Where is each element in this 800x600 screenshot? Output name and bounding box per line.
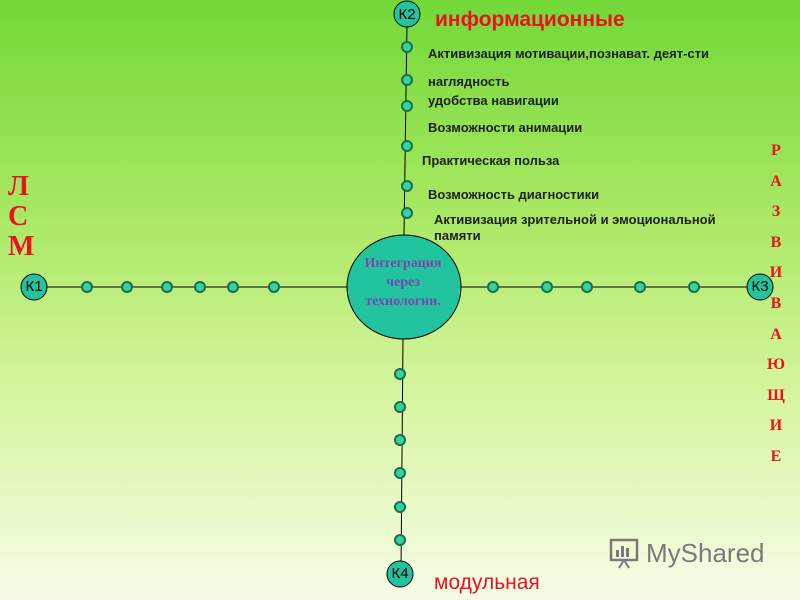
top-branch-label: удобства навигации (428, 93, 559, 108)
top-branch-nodes (401, 41, 413, 219)
small-node (401, 74, 413, 86)
node-k4-circle (386, 560, 414, 588)
small-node (161, 281, 173, 293)
small-node (394, 401, 406, 413)
right-branch-nodes (487, 281, 700, 293)
node-k3-circle (746, 273, 774, 301)
presentation-icon (609, 538, 639, 569)
small-node (581, 281, 593, 293)
vertical-letter: В (770, 233, 782, 251)
vertical-letter: З (771, 203, 781, 221)
small-node (194, 281, 206, 293)
right-vertical-word: Р А З В И В А Ю Щ И Е (764, 136, 788, 473)
small-node (401, 41, 413, 53)
vertical-letter: В (770, 294, 782, 312)
vertical-letter: Л (8, 171, 29, 202)
vertical-letter: И (769, 264, 783, 282)
center-label: Интеграция через технологии. (344, 254, 462, 311)
top-branch-label: Активизация зрительной и эмоциональной п… (434, 212, 716, 243)
small-node (634, 281, 646, 293)
small-node (81, 281, 93, 293)
small-node (487, 281, 499, 293)
small-node (394, 467, 406, 479)
top-branch-label: наглядность (428, 74, 510, 89)
category-bottom-label: модульная (434, 571, 540, 594)
vertical-letter: И (769, 417, 783, 435)
vertical-letter: Ю (766, 356, 785, 374)
center-node (346, 234, 462, 340)
node-k2-label: К2 (398, 6, 416, 23)
bottom-branch-nodes (394, 368, 406, 546)
top-connector (403, 21, 408, 236)
top-branch-label: Возможности анимации (428, 120, 583, 135)
top-branch-label: Возможность диагностики (428, 187, 600, 202)
small-node (401, 140, 413, 152)
small-node (401, 100, 413, 112)
center-label-line: через (386, 275, 420, 290)
small-node (394, 501, 406, 513)
node-k2-circle (393, 0, 421, 28)
top-branch-label: Практическая польза (422, 153, 560, 168)
small-node (688, 281, 700, 293)
small-node (227, 281, 239, 293)
watermark-text: MyShared (646, 538, 765, 568)
vertical-letter: Щ (767, 386, 785, 404)
small-node (121, 281, 133, 293)
small-node (268, 281, 280, 293)
top-branch-label: Активизация мотивации,познават. деят-сти (428, 46, 710, 61)
small-node (394, 434, 406, 446)
vertical-letter: А (770, 172, 782, 190)
small-node (401, 180, 413, 192)
node-k1-circle (20, 273, 48, 301)
small-node (401, 207, 413, 219)
small-node (394, 368, 406, 380)
node-k3-label: К3 (751, 278, 769, 295)
center-label-line: технологии. (365, 294, 441, 309)
category-top-label: информационные (435, 8, 625, 31)
node-k1-label: К1 (25, 278, 43, 295)
left-vertical-word: Л С М (8, 172, 38, 262)
center-label-line: Интеграция (364, 256, 442, 271)
node-k4-label: К4 (391, 565, 409, 582)
vertical-letter: Р (771, 142, 781, 159)
vertical-letter: М (8, 231, 35, 262)
vertical-letter: А (770, 325, 782, 343)
watermark: MyShared (606, 536, 766, 572)
vertical-letter: Е (770, 447, 782, 465)
small-node (394, 534, 406, 546)
vertical-letter: С (8, 201, 29, 232)
small-node (541, 281, 553, 293)
left-branch-nodes (81, 281, 280, 293)
